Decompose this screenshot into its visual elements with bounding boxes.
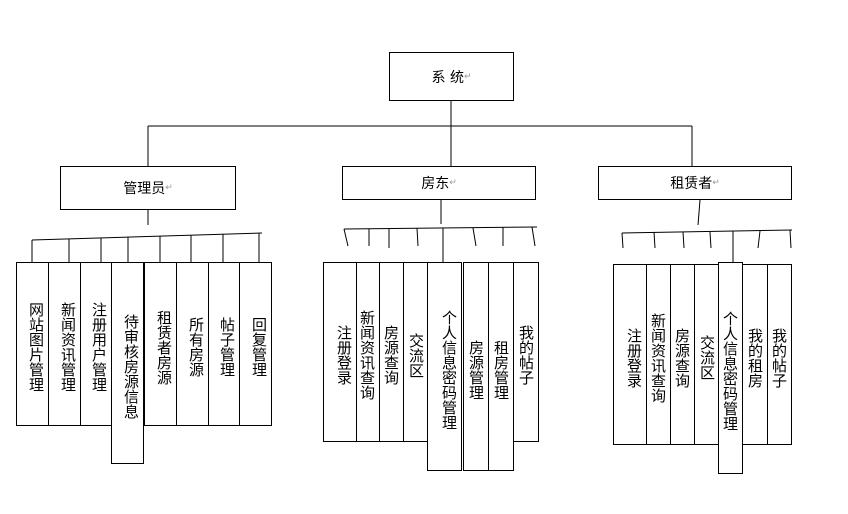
group-label-landlord: 房东 xyxy=(421,176,450,192)
tenant-item-4: 交流区 xyxy=(694,264,720,445)
tenant-item-3: 房源查询 xyxy=(670,264,695,445)
group-label-admin: 管理员 xyxy=(123,181,166,197)
root-label: 系 统 xyxy=(431,69,464,86)
admin-item-5: 租赁者房源 xyxy=(144,262,177,426)
landlord-item-8: 我的帖子 xyxy=(513,262,539,442)
tenant-item-6: 我的租房 xyxy=(742,264,768,445)
admin-item-1: 网站图片管理 xyxy=(16,262,49,426)
admin-item-7: 帖子管理 xyxy=(208,262,240,426)
tenant-item-1: 注册登录 xyxy=(613,264,647,445)
admin-item-2: 新闻资讯管理 xyxy=(48,262,81,426)
tenant-item-2: 新闻资讯查询 xyxy=(646,264,671,445)
root-node: 系 统↵ xyxy=(389,52,514,101)
landlord-item-2: 新闻资讯查询 xyxy=(356,262,380,442)
group-node-landlord: 房东↵ xyxy=(342,166,536,200)
admin-item-3: 注册用户管理 xyxy=(80,262,112,426)
admin-item-6: 所有房源 xyxy=(176,262,209,426)
group-label-tenant: 租赁者 xyxy=(670,176,713,192)
landlord-item-7: 租房管理 xyxy=(488,262,514,471)
landlord-item-3: 房源查询 xyxy=(379,262,404,442)
tenant-item-7: 我的帖子 xyxy=(767,264,792,445)
group-node-tenant: 租赁者↵ xyxy=(598,166,792,200)
tenant-item-5: 个人信息密码管理 xyxy=(718,262,743,474)
admin-item-4: 待审核房源信息 xyxy=(111,262,144,464)
group-node-admin: 管理员↵ xyxy=(60,166,236,210)
landlord-item-1: 注册登录 xyxy=(323,262,357,442)
landlord-item-4: 交流区 xyxy=(403,262,429,442)
landlord-item-5: 个人信息密码管理 xyxy=(427,262,462,471)
landlord-item-6: 房源管理 xyxy=(463,262,489,471)
admin-item-8: 回复管理 xyxy=(239,262,272,426)
